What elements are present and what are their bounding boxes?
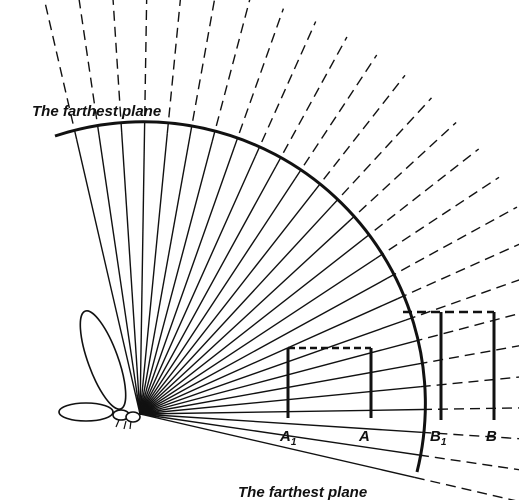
ray-solid bbox=[139, 133, 168, 415]
ray-dashed bbox=[386, 206, 518, 279]
ray-solid bbox=[139, 178, 296, 415]
ray-solid bbox=[139, 413, 415, 479]
ray-dashed bbox=[143, 0, 148, 133]
ray-solid bbox=[139, 386, 421, 415]
ray-dashed bbox=[211, 0, 251, 142]
ray-solid bbox=[139, 166, 277, 415]
point-label-a1: A1 bbox=[279, 428, 297, 448]
point-label-a: A bbox=[358, 428, 370, 445]
ray-dashed bbox=[418, 454, 519, 471]
ray-solid bbox=[139, 363, 418, 415]
ray-solid bbox=[139, 319, 407, 415]
ray-solid bbox=[139, 408, 423, 415]
ray-dashed bbox=[346, 121, 457, 224]
farthest-plane-arc bbox=[54, 120, 427, 473]
ray-solid bbox=[139, 239, 363, 415]
ray-dashed bbox=[275, 36, 348, 168]
ray-dashed bbox=[166, 0, 182, 134]
ray-dashed bbox=[361, 148, 480, 241]
point-label-b1: B1 bbox=[430, 428, 447, 448]
point-label-a1-letter: A bbox=[279, 428, 291, 445]
ray-solid bbox=[139, 413, 422, 433]
ray-dashed bbox=[189, 0, 216, 137]
farthest-plane-label-bottom: The farthest plane bbox=[238, 484, 367, 500]
ray-dashed bbox=[78, 0, 100, 136]
ray-dashed bbox=[420, 376, 519, 388]
ray-solid bbox=[139, 258, 376, 415]
ray-solid bbox=[139, 156, 256, 415]
ray-solid bbox=[139, 131, 146, 415]
ray-dashed bbox=[417, 345, 519, 365]
near-plane-box bbox=[286, 346, 373, 418]
ray-dashed bbox=[254, 21, 317, 157]
farthest-plane-label-top: The farthest plane bbox=[32, 103, 161, 120]
ray-dashed bbox=[375, 176, 500, 260]
ray-dashed bbox=[112, 0, 123, 133]
ray-dashed bbox=[43, 0, 78, 140]
ray-solid bbox=[139, 341, 413, 415]
ray-solid bbox=[98, 134, 141, 415]
ray-dashed bbox=[233, 8, 285, 149]
ray-solid bbox=[139, 136, 191, 415]
point-label-b: B bbox=[486, 428, 497, 445]
ray-solid bbox=[139, 191, 315, 415]
ray-solid bbox=[121, 132, 141, 415]
ray-solid bbox=[139, 141, 213, 415]
ray-dashed bbox=[421, 431, 519, 440]
point-label-b1-sub: 1 bbox=[441, 437, 447, 448]
ray-solid bbox=[139, 206, 332, 415]
ray-dashed bbox=[405, 279, 519, 321]
insect-icon bbox=[58, 310, 141, 430]
point-label-a1-sub: 1 bbox=[291, 437, 297, 448]
ray-solid bbox=[75, 139, 141, 415]
ray-fan bbox=[43, 0, 519, 500]
ray-solid bbox=[139, 222, 348, 415]
ray-solid bbox=[139, 277, 388, 415]
ray-solid bbox=[139, 147, 235, 415]
ray-dashed bbox=[421, 407, 519, 411]
ray-dashed bbox=[294, 54, 378, 179]
ray-solid bbox=[139, 413, 420, 456]
point-label-b1-letter: B bbox=[430, 428, 441, 445]
ray-dashed bbox=[414, 476, 516, 500]
ray-solid bbox=[139, 298, 398, 415]
far-plane-box bbox=[403, 310, 496, 420]
ray-dashed bbox=[397, 243, 519, 300]
ray-dashed bbox=[313, 74, 406, 193]
ray-dashed bbox=[412, 312, 519, 343]
ray-dashed bbox=[330, 97, 433, 208]
